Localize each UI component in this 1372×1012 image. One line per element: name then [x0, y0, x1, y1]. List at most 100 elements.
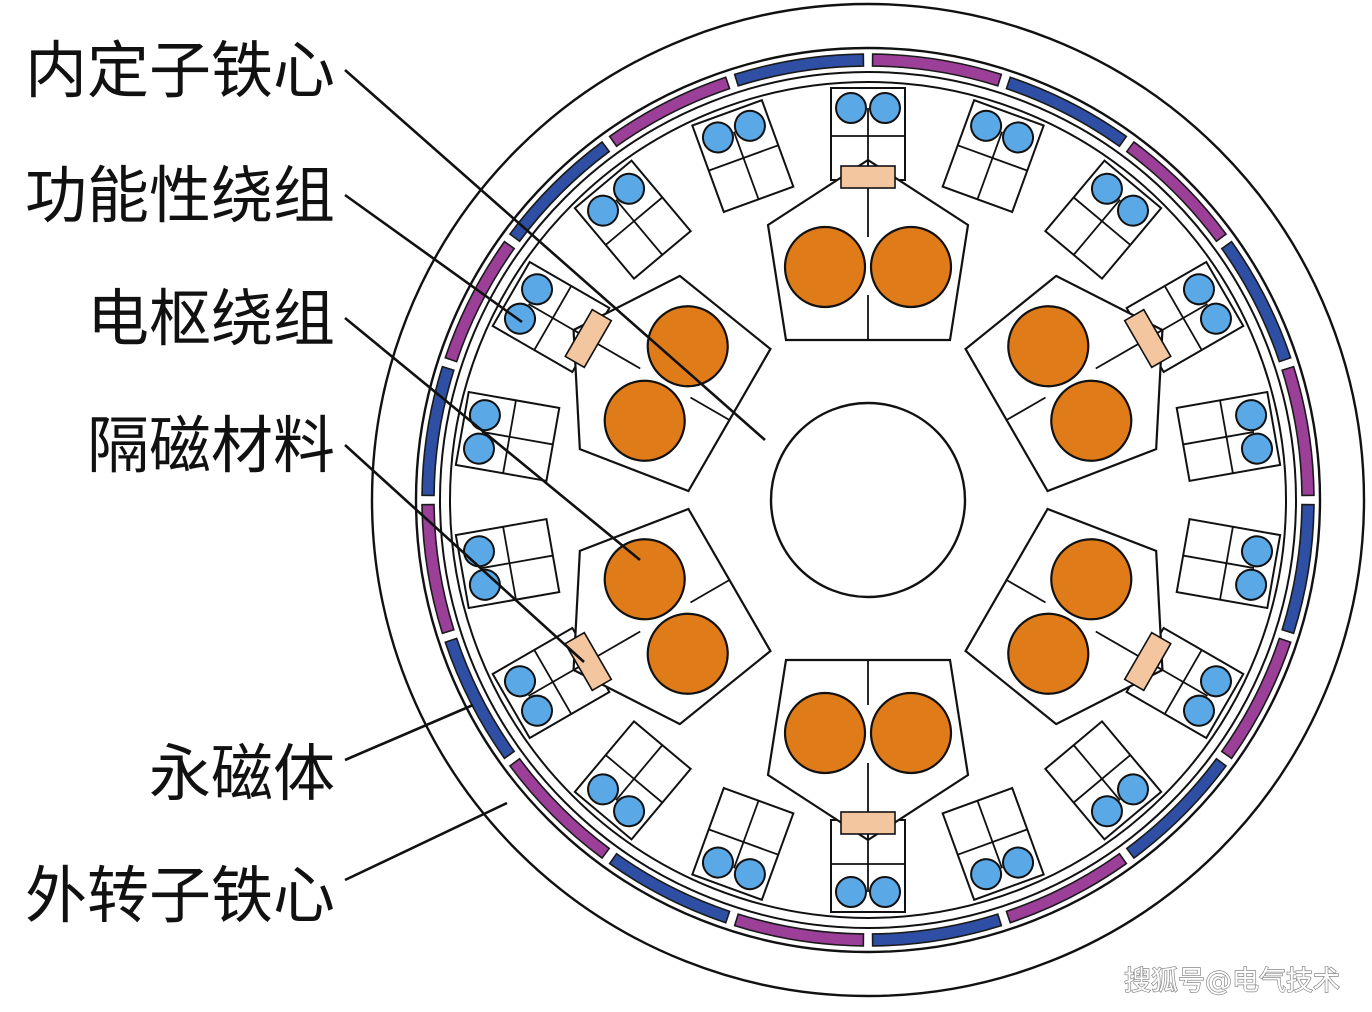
functional-winding-slot [454, 390, 561, 483]
armature-winding-poles [572, 158, 1164, 842]
magnet-segment [608, 76, 731, 148]
functional-winding-slot [941, 98, 1045, 214]
slot-divider [481, 554, 554, 569]
functional-coil [1240, 535, 1273, 568]
functional-winding-slot [454, 517, 561, 610]
magnet-segment [1125, 140, 1228, 243]
magnet-segment [1005, 852, 1128, 924]
isolation-block [564, 631, 613, 692]
slot-divider [615, 199, 663, 256]
armature-coil [1050, 538, 1133, 621]
isolation-block [840, 165, 896, 189]
functional-coil [835, 876, 867, 908]
slot-divider [1182, 554, 1255, 569]
leader-functional-winding [344, 193, 523, 324]
functional-winding-slot [573, 719, 693, 841]
slot-divider [533, 649, 573, 715]
slot-divider [481, 431, 554, 446]
slot-divider [1163, 285, 1203, 351]
callout-labels: 内定子铁心 功能性绕组 电枢绕组 隔磁材料 永磁体 外转子铁心 [25, 34, 335, 932]
functional-coil [1116, 194, 1149, 227]
functional-winding-slot [941, 786, 1045, 902]
slot-divider [957, 828, 1028, 856]
functional-coil [733, 109, 766, 142]
slot-divider [1073, 744, 1121, 801]
pocket-divider [690, 396, 730, 421]
leader-inner-stator-core [344, 69, 766, 441]
label-armature-winding: 电枢绕组 [87, 282, 335, 355]
magnet-segment [508, 757, 611, 860]
isolation-block-group [564, 308, 613, 369]
leader-permanent-magnet [344, 703, 474, 762]
slot-divider [1163, 649, 1203, 715]
isolation-block [564, 308, 613, 369]
label-outer-rotor-core: 外转子铁心 [25, 859, 335, 932]
magnet-segment [871, 53, 1003, 87]
pocket-divider [1006, 396, 1046, 421]
armature-pole [572, 507, 772, 726]
magnet-segment [421, 503, 455, 635]
functional-coil [521, 273, 554, 306]
slot-divider [708, 828, 779, 856]
magnet-segment [444, 637, 516, 760]
armature-coil [646, 612, 729, 695]
isolation-block-group [840, 165, 896, 189]
armature-coil [1050, 379, 1133, 462]
slot-divider [733, 131, 760, 200]
pocket-divider [1006, 579, 1046, 604]
armature-coil [783, 691, 867, 775]
pocket-divider [690, 579, 730, 604]
slot-divider [615, 744, 663, 801]
leader-outer-rotor-core [344, 801, 508, 882]
functional-coil [1002, 121, 1035, 154]
inner-stator-core [439, 71, 1297, 929]
functional-winding-slot [691, 786, 795, 902]
slot-divider [708, 144, 779, 172]
slot-divider [502, 400, 517, 474]
functional-coil [1116, 773, 1149, 806]
slot-divider [1073, 754, 1131, 804]
armature-pole [964, 507, 1164, 726]
functional-coil [1240, 432, 1273, 465]
functional-coil [613, 795, 646, 828]
functional-coil [1235, 399, 1268, 432]
leader-lines [344, 69, 766, 882]
magnet-segment [1220, 637, 1292, 760]
isolation-block-group [1123, 631, 1172, 692]
magnet-segment [444, 240, 516, 363]
armature-coil [1007, 305, 1090, 388]
slot-divider [502, 526, 517, 600]
functional-coil [587, 773, 620, 806]
functional-coil [1090, 795, 1123, 828]
magnet-segment [1005, 76, 1128, 148]
magnet-segment [421, 365, 455, 497]
functional-coil [970, 858, 1003, 891]
magnet-segment [1281, 365, 1315, 497]
functional-winding-slot [1043, 159, 1163, 281]
slot-divider [605, 196, 663, 246]
magnet-segment [508, 140, 611, 243]
label-permanent-magnet: 永磁体 [149, 737, 335, 810]
functional-coil [1002, 846, 1035, 879]
magnet-segment [608, 852, 731, 924]
magnet-segment [1220, 240, 1292, 363]
functional-coil [587, 194, 620, 227]
slot-divider [1073, 196, 1131, 246]
functional-coil [1090, 172, 1123, 205]
functional-coil [521, 694, 554, 727]
slot-divider [1219, 400, 1234, 474]
label-functional-winding: 功能性绕组 [25, 159, 335, 232]
magnet-segment [1281, 503, 1315, 635]
functional-winding-slots [454, 87, 1282, 913]
leader-armature-winding [344, 316, 641, 562]
isolation-block-group [564, 631, 613, 692]
armature-pole [964, 274, 1164, 493]
slot-divider [1073, 199, 1121, 256]
watermark-text: 搜狐号@电气技术 [1124, 966, 1340, 997]
armature-coil [603, 379, 686, 462]
slot-divider [733, 800, 760, 869]
functional-coil [1235, 568, 1268, 601]
isolation-block [1123, 631, 1172, 692]
